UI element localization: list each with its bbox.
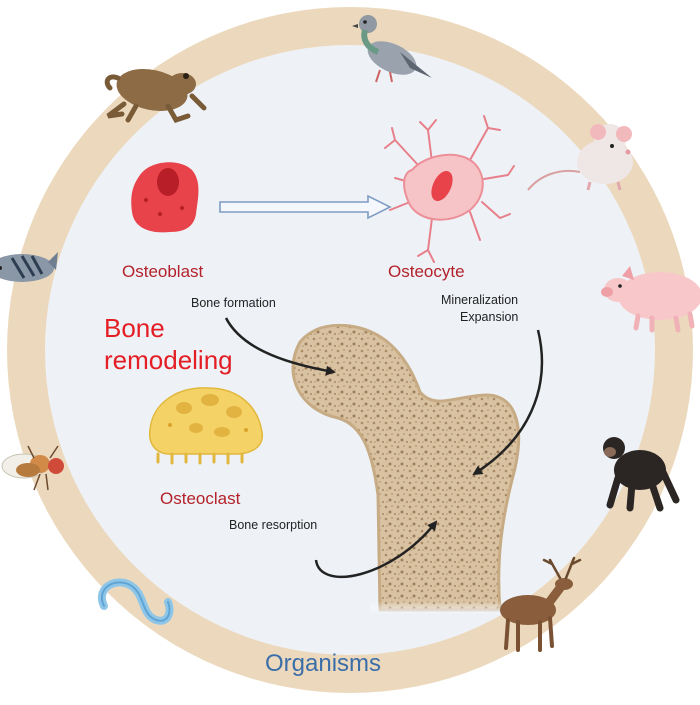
fly-icon bbox=[1, 445, 64, 491]
title-line-1: Bone bbox=[104, 313, 165, 343]
pigeon-icon bbox=[352, 15, 432, 83]
femur-bone bbox=[291, 323, 521, 615]
pig-icon bbox=[601, 266, 700, 333]
bone-resorption-label: Bone resorption bbox=[229, 518, 318, 532]
mineralization-label: Mineralization bbox=[441, 293, 519, 307]
osteocyte-label: Osteocyte bbox=[388, 262, 465, 281]
chimpanzee-icon bbox=[603, 437, 680, 512]
organisms-label: Organisms bbox=[265, 650, 382, 677]
mouse-icon bbox=[527, 124, 633, 191]
differentiation-arrow bbox=[219, 194, 392, 220]
expansion-label: Expansion bbox=[460, 310, 519, 324]
osteoclast-cell-icon bbox=[148, 387, 264, 465]
deer-icon bbox=[500, 556, 582, 652]
bone-formation-label: Bone formation bbox=[191, 296, 276, 310]
bone-resorption-arrow bbox=[314, 520, 438, 579]
fish-icon bbox=[0, 252, 58, 282]
osteocyte-cell-icon bbox=[384, 115, 515, 263]
bone-remodeling-title: Bone remodeling bbox=[104, 312, 233, 376]
osteoclast-label: Osteoclast bbox=[160, 489, 241, 508]
bone-formation-arrow bbox=[224, 317, 336, 376]
worm-icon bbox=[98, 578, 174, 625]
mineralization-arrow bbox=[472, 329, 544, 476]
title-line-2: remodeling bbox=[104, 345, 233, 375]
osteoblast-cell-icon bbox=[131, 162, 199, 233]
frog-icon bbox=[104, 69, 207, 124]
osteoblast-label: Osteoblast bbox=[122, 262, 204, 281]
